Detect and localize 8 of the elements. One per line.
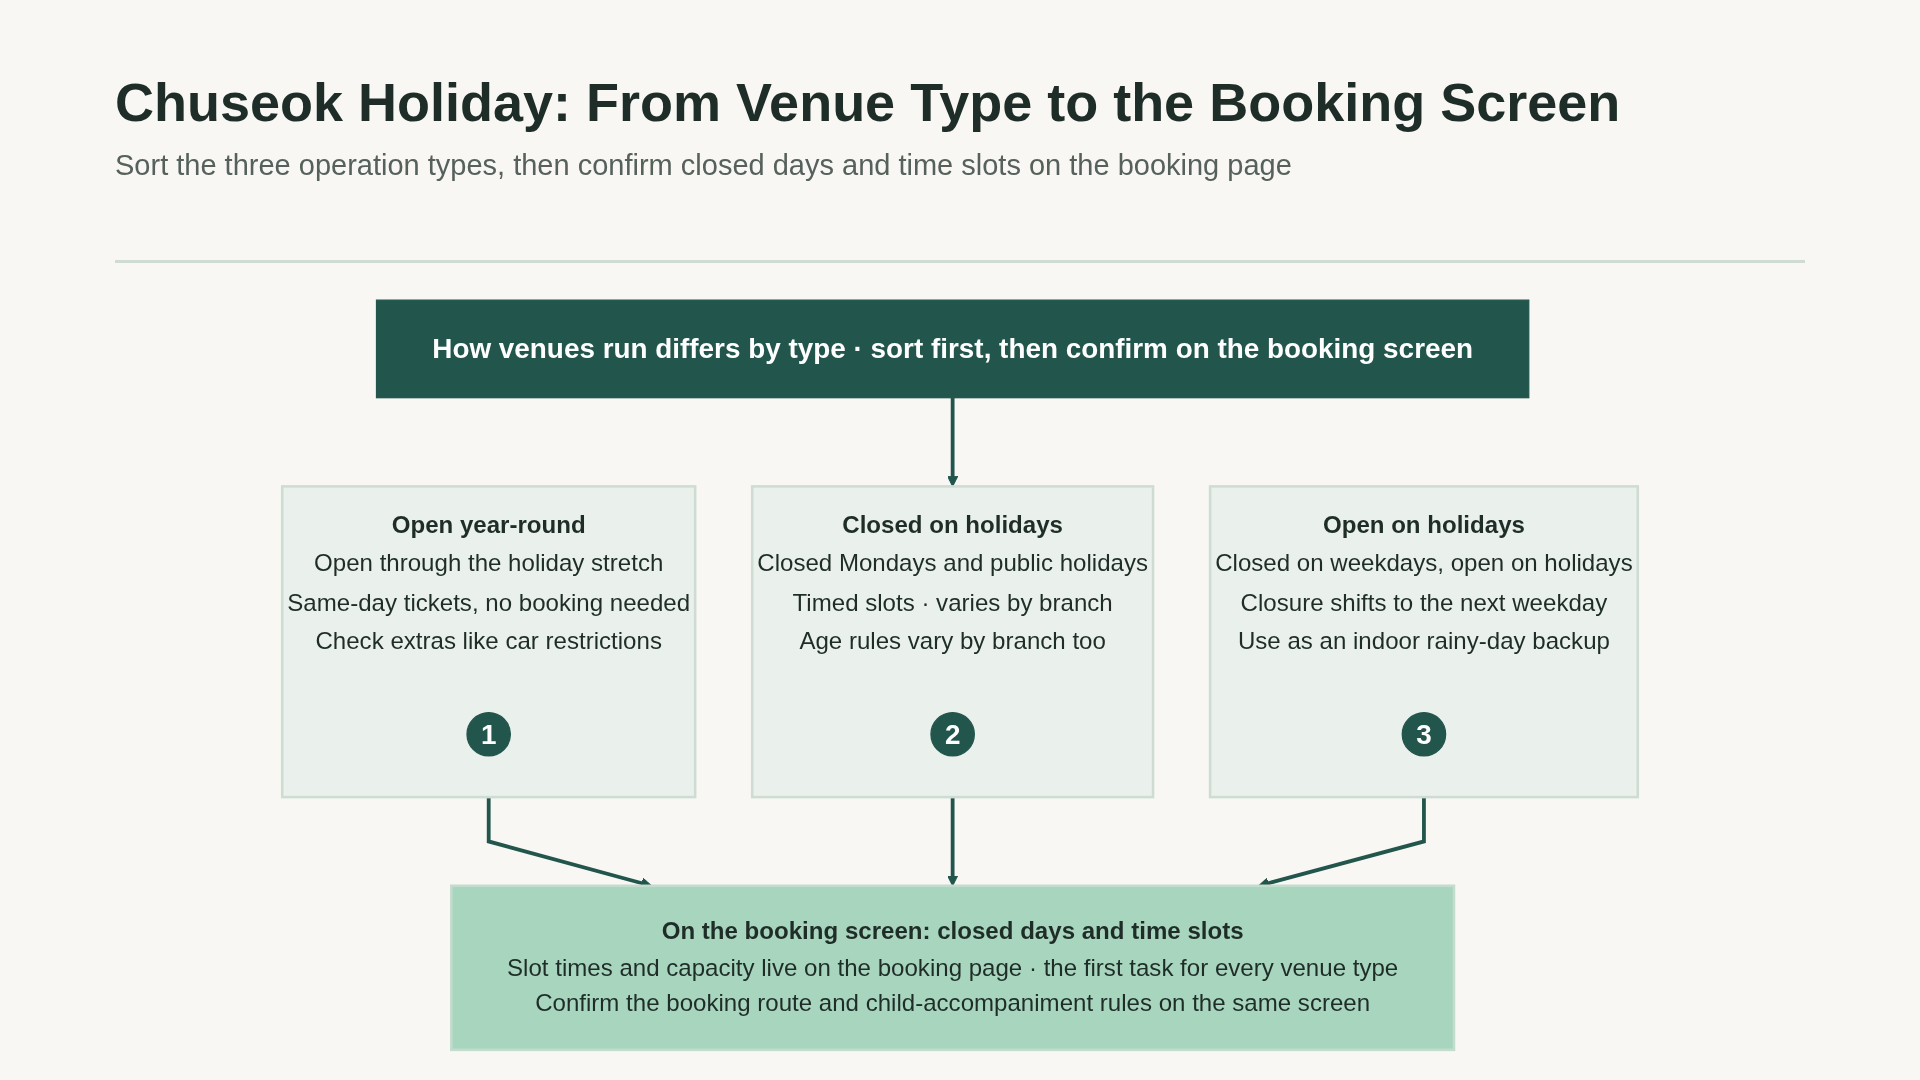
node-circle: 1 (466, 711, 512, 757)
node-box: On the booking screen: closed days and time slots Slot times and capacity live on the booking page · the first task for every venue type Confirm the booking route and child-accompaniment rules on the same screen (450, 884, 1456, 1052)
node-box: How venues run differs by type · sort first, then confirm on the booking screen (375, 299, 1530, 399)
arrow (947, 397, 959, 487)
subtitle: Sort the three operation types, then confirm closed days and time slots on the booking page (115, 148, 1293, 182)
node-circle: 2 (930, 711, 975, 757)
title: Chuseok Holiday: From Venue Type to the Booking Screen (115, 71, 1622, 134)
node-circle: 3 (1401, 711, 1447, 757)
